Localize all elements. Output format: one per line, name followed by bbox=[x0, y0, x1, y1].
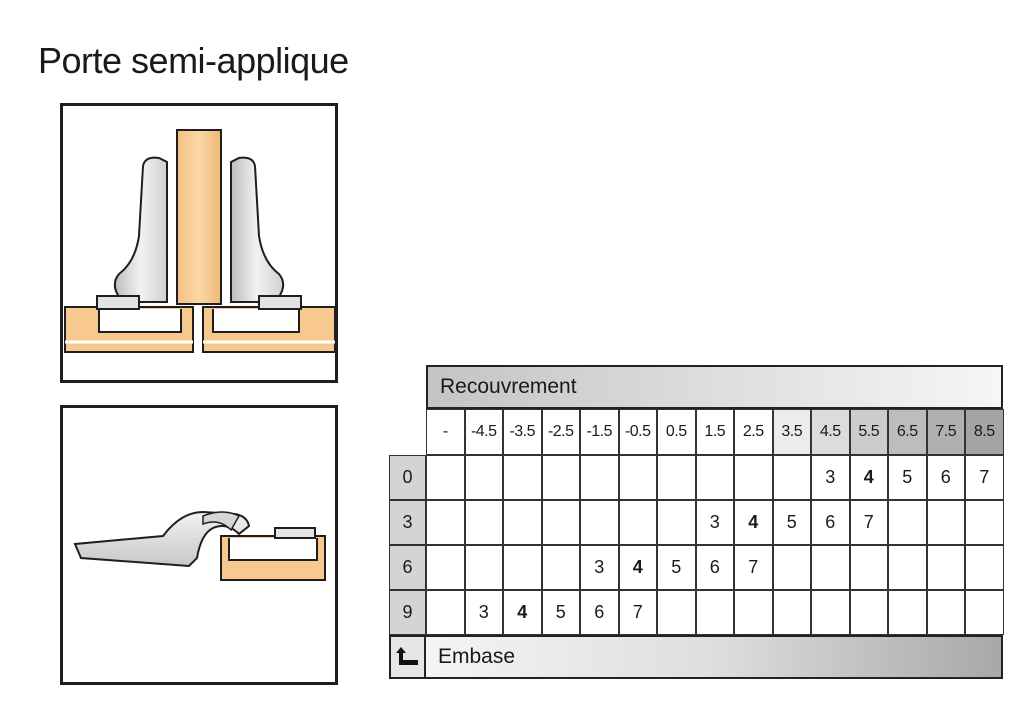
table-cell: 7 bbox=[618, 590, 657, 635]
table-cell bbox=[503, 455, 542, 500]
table-cell bbox=[464, 455, 503, 500]
table-cell bbox=[926, 545, 965, 590]
table-cell: 5 bbox=[657, 545, 696, 590]
table-cell bbox=[965, 545, 1004, 590]
table-cell: 7 bbox=[965, 455, 1004, 500]
table-cell bbox=[695, 455, 734, 500]
table-cell bbox=[811, 545, 850, 590]
table-cell bbox=[772, 455, 811, 500]
table-cell bbox=[888, 590, 927, 635]
base-row-label: 6 bbox=[389, 545, 426, 590]
table-cell: 5 bbox=[541, 590, 580, 635]
table-cell bbox=[657, 455, 696, 500]
base-row-label: 9 bbox=[389, 590, 426, 635]
table-cell: 3 bbox=[580, 545, 619, 590]
table-cell bbox=[965, 590, 1004, 635]
hinge-front-view-illustration bbox=[60, 103, 338, 383]
table-cell: 7 bbox=[849, 500, 888, 545]
overlay-header-cell: -2.5 bbox=[541, 409, 580, 455]
overlay-header-cell: 1.5 bbox=[695, 409, 734, 455]
overlay-header-cell: - bbox=[426, 409, 465, 455]
table-cell: 5 bbox=[888, 455, 927, 500]
table-cell bbox=[965, 500, 1004, 545]
hinge-side-view-illustration bbox=[60, 405, 338, 685]
hinge-front-view-drawing bbox=[64, 129, 335, 353]
embase-footer: Embase bbox=[389, 635, 1003, 679]
table-cell bbox=[426, 590, 465, 635]
table-cell: 4 bbox=[503, 590, 542, 635]
table-cell: 3 bbox=[464, 590, 503, 635]
table-cell bbox=[734, 455, 773, 500]
overlay-header-cell: -0.5 bbox=[618, 409, 657, 455]
overlay-header-cell: -1.5 bbox=[580, 409, 619, 455]
table-cell: 3 bbox=[695, 500, 734, 545]
base-row-label: 3 bbox=[389, 500, 426, 545]
embase-icon-cell bbox=[389, 635, 426, 679]
table-cell bbox=[426, 500, 465, 545]
table-cell: 5 bbox=[772, 500, 811, 545]
overlay-header-cell: 7.5 bbox=[926, 409, 965, 455]
corner-arrow-icon bbox=[395, 647, 418, 665]
overlay-header-cell: 3.5 bbox=[772, 409, 811, 455]
table-cell bbox=[772, 590, 811, 635]
table-cell bbox=[657, 500, 696, 545]
overlay-header-cell: 8.5 bbox=[965, 409, 1004, 455]
table-cell bbox=[811, 590, 850, 635]
table-cell bbox=[503, 545, 542, 590]
hinge-side-view-drawing bbox=[73, 510, 326, 581]
overlay-header-cell: 2.5 bbox=[734, 409, 773, 455]
page-title: Porte semi-applique bbox=[38, 40, 349, 81]
table-cell: 6 bbox=[926, 455, 965, 500]
overlay-header-cell: -4.5 bbox=[464, 409, 503, 455]
table-cell bbox=[772, 545, 811, 590]
table-cell bbox=[464, 500, 503, 545]
overlay-header-cell: -3.5 bbox=[503, 409, 542, 455]
embase-label: Embase bbox=[426, 635, 1003, 679]
table-cell bbox=[464, 545, 503, 590]
table-cell bbox=[618, 500, 657, 545]
table-cell bbox=[541, 545, 580, 590]
table-cell: 7 bbox=[734, 545, 773, 590]
table-cell bbox=[695, 590, 734, 635]
overlay-header-cell: 0.5 bbox=[657, 409, 696, 455]
table-cell bbox=[657, 590, 696, 635]
table-cell: 3 bbox=[811, 455, 850, 500]
table-cell bbox=[888, 545, 927, 590]
table-cell bbox=[541, 500, 580, 545]
table-cell bbox=[926, 590, 965, 635]
base-row-label: 0 bbox=[389, 455, 426, 500]
table-cell bbox=[541, 455, 580, 500]
overlay-header-cell: 4.5 bbox=[811, 409, 850, 455]
table-cell bbox=[580, 455, 619, 500]
table-cell bbox=[734, 590, 773, 635]
table-cell bbox=[888, 500, 927, 545]
table-cell bbox=[580, 500, 619, 545]
table-cell bbox=[849, 590, 888, 635]
table-cell bbox=[849, 545, 888, 590]
table-cell bbox=[503, 500, 542, 545]
table-cell: 4 bbox=[849, 455, 888, 500]
recouvrement-header: Recouvrement bbox=[426, 365, 1003, 409]
table-cell: 6 bbox=[695, 545, 734, 590]
table-cell bbox=[618, 455, 657, 500]
table-cell: 4 bbox=[734, 500, 773, 545]
table-cell bbox=[926, 500, 965, 545]
overlay-header-cell: 5.5 bbox=[849, 409, 888, 455]
table-cell: 6 bbox=[580, 590, 619, 635]
table-cell bbox=[426, 455, 465, 500]
overlay-header-cell: 6.5 bbox=[888, 409, 927, 455]
table-cell: 6 bbox=[811, 500, 850, 545]
table-cell: 4 bbox=[618, 545, 657, 590]
table-cell bbox=[426, 545, 465, 590]
